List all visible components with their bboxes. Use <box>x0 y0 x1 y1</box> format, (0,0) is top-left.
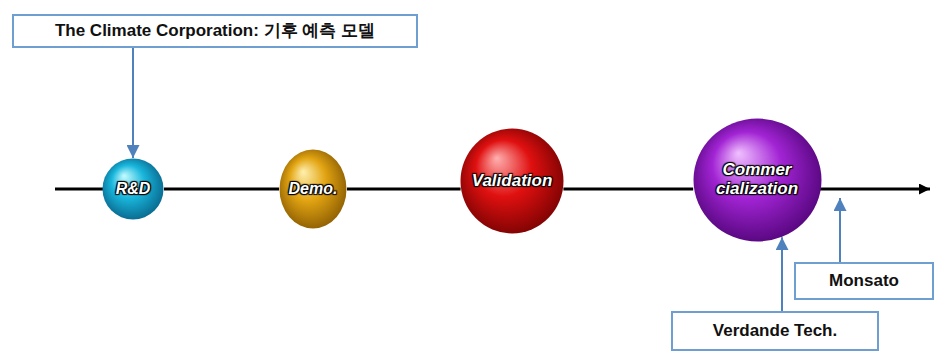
box-label: The Climate Corporation: 기후 예측 모델 <box>55 22 375 41</box>
pointer-arrow <box>839 198 841 262</box>
timeline-segment <box>164 188 279 191</box>
label-box: Monsato <box>794 262 934 300</box>
timeline-segment <box>563 188 693 191</box>
pointer-arrow <box>781 237 783 311</box>
timeline-segment <box>347 188 461 191</box>
label-box: Verdande Tech. <box>671 311 879 351</box>
box-label: Monsato <box>829 272 899 291</box>
label-box: The Climate Corporation: 기후 예측 모델 <box>12 14 418 48</box>
stage-circle: Commer cialization <box>693 118 822 242</box>
sphere-fill <box>103 159 164 220</box>
stage-circle: Validation <box>460 128 564 234</box>
stage-label: Validation <box>472 172 553 191</box>
stage-label: Demo. <box>289 180 338 198</box>
box-label: Verdande Tech. <box>713 322 837 341</box>
stage-circle: R&D <box>102 158 164 220</box>
sphere-fill <box>693 119 821 242</box>
sphere-fill <box>461 129 564 234</box>
sphere-fill <box>280 150 347 229</box>
stage-circle: Demo. <box>279 149 347 229</box>
stage-label: R&D <box>116 180 151 198</box>
pointer-arrow <box>132 48 134 158</box>
stage-label: Commer cialization <box>707 161 807 198</box>
